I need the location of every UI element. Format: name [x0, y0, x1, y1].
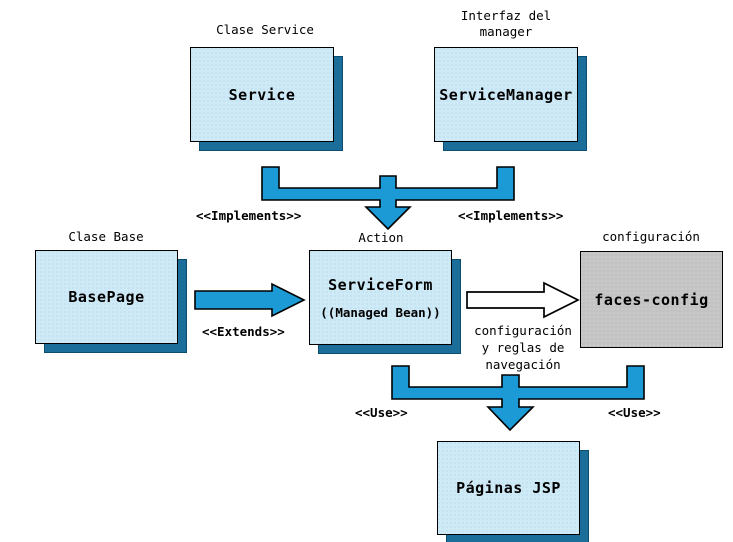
node-serviceform[interactable]: ServiceForm ((Managed Bean)) — [309, 250, 461, 354]
node-serviceform-face: ServiceForm ((Managed Bean)) — [309, 250, 452, 345]
edge-label-use-left: <<Use>> — [355, 405, 408, 420]
node-servicemanager[interactable]: ServiceManager — [434, 47, 587, 151]
caption-interfaz-manager: Interfaz del manager — [460, 8, 552, 39]
node-service-label: Service — [228, 85, 296, 104]
node-servicemanager-label: ServiceManager — [439, 85, 573, 104]
edge-label-implements-left: <<Implements>> — [196, 208, 302, 223]
merge-arrow-use — [391, 365, 645, 432]
edge-label-extends: <<Extends>> — [202, 324, 285, 339]
caption-configuracion: configuración — [602, 229, 700, 244]
node-serviceform-label: ServiceForm — [328, 275, 433, 294]
node-paginas-jsp-label: Páginas JSP — [456, 479, 561, 497]
node-paginas-jsp[interactable]: Páginas JSP — [437, 441, 589, 542]
node-servicemanager-face: ServiceManager — [434, 47, 578, 142]
caption-action: Action — [358, 230, 404, 245]
node-serviceform-sublabel: ((Managed Bean)) — [320, 304, 441, 320]
node-service-face: Service — [190, 47, 334, 142]
edge-label-config-rules: configuración y reglas de navegación — [474, 323, 572, 372]
arrow-config-rules — [466, 281, 580, 319]
node-paginas-jsp-face: Páginas JSP — [437, 441, 580, 535]
edge-label-implements-right: <<Implements>> — [458, 208, 564, 223]
edge-label-use-right: <<Use>> — [608, 405, 661, 420]
node-facesconfig-label: faces-config — [594, 290, 709, 309]
node-basepage-face: BasePage — [35, 250, 178, 344]
node-service[interactable]: Service — [190, 47, 343, 151]
caption-clase-base: Clase Base — [68, 229, 144, 244]
node-basepage[interactable]: BasePage — [35, 250, 187, 353]
arrow-extends — [194, 282, 306, 318]
merge-arrow-implements — [261, 166, 515, 231]
node-facesconfig[interactable]: faces-config — [580, 251, 723, 348]
node-basepage-label: BasePage — [68, 288, 145, 306]
caption-clase-service: Clase Service — [216, 22, 314, 37]
